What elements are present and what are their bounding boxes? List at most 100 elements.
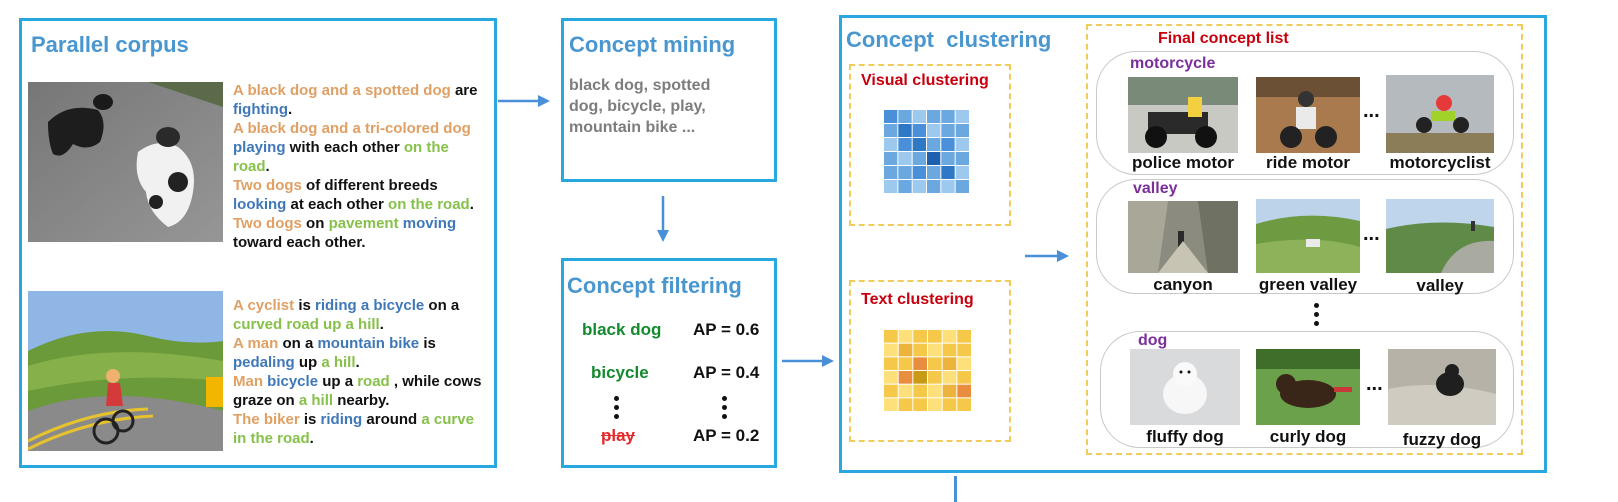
caption-line: curved road up a hill. xyxy=(233,315,495,334)
matrix-cell xyxy=(898,138,912,151)
label-curly-dog: curly dog xyxy=(1269,427,1347,446)
caption-line: road. xyxy=(233,157,495,176)
group-valley-name: valley xyxy=(1133,180,1178,197)
caption-line: A cyclist is riding a bicycle on a xyxy=(233,296,495,315)
caption-segment: on the road xyxy=(388,196,470,213)
caption-segment: in the road xyxy=(233,430,310,447)
text-clustering-title: Text clustering xyxy=(861,291,974,308)
arrow-mining-to-filtering xyxy=(657,196,669,242)
caption-segment: of different breeds xyxy=(301,177,438,194)
concept-mining-title: Concept mining xyxy=(569,32,736,57)
matrix-cell xyxy=(928,384,942,398)
caption-line: in the road. xyxy=(233,429,495,448)
label-green-valley: green valley xyxy=(1258,275,1358,294)
caption-segment: . xyxy=(469,196,474,213)
filter-ap-bicycle: AP = 0.4 xyxy=(693,363,760,382)
matrix-cell xyxy=(955,138,969,151)
matrix-cell xyxy=(955,124,969,137)
label-ride-motor: ride motor xyxy=(1265,153,1351,172)
matrix-cell xyxy=(898,166,912,179)
caption-segment: on the xyxy=(403,139,449,156)
caption-segment: riding xyxy=(320,411,363,428)
caption-segment: A black dog and a spotted dog xyxy=(233,82,451,99)
thumb-fuzzy-dog xyxy=(1388,349,1496,425)
caption-segment: up xyxy=(294,354,322,371)
concept-filtering-panel xyxy=(561,258,777,468)
caption-segment: is xyxy=(299,411,321,428)
caption-line: A black dog and a spotted dog are xyxy=(233,81,495,100)
matrix-cell xyxy=(957,330,971,343)
matrix-cell xyxy=(898,124,912,137)
matrix-cell xyxy=(941,166,955,179)
caption-line: pedaling up a hill. xyxy=(233,353,495,372)
caption-segment: mountain bike xyxy=(317,335,420,352)
text-similarity-matrix xyxy=(884,330,971,411)
matrix-cell xyxy=(942,330,957,343)
matrix-cell xyxy=(942,384,957,398)
caption-segment: Man xyxy=(233,373,263,390)
connector-tick xyxy=(954,476,957,502)
caption-segment: riding a bicycle xyxy=(315,297,425,314)
caption-segment: on xyxy=(301,215,329,232)
filter-concept-bicycle: bicycle xyxy=(591,363,649,382)
caption-segment: graze on xyxy=(233,392,299,409)
caption-segment: is xyxy=(419,335,436,352)
arrow-filtering-to-clustering xyxy=(782,355,834,367)
matrix-cell xyxy=(912,180,926,193)
matrix-cell xyxy=(927,124,941,137)
caption-segment: at each other xyxy=(286,196,389,213)
caption-line: toward each other. xyxy=(233,233,495,252)
matrix-cell xyxy=(955,180,969,193)
caption-segment: up a xyxy=(318,373,358,390)
groups-vdots xyxy=(1314,303,1320,330)
final-concept-list-box xyxy=(1086,24,1523,455)
caption-segment: pedaling xyxy=(233,354,295,371)
matrix-cell xyxy=(898,152,912,165)
thumb-curly-dog xyxy=(1256,349,1360,425)
matrix-cell xyxy=(928,330,942,343)
matrix-cell xyxy=(884,398,898,411)
caption-segment: . xyxy=(355,354,360,371)
matrix-cell xyxy=(884,152,898,165)
caption-segment: curved road up a hill xyxy=(233,316,380,333)
cyclist-photo xyxy=(28,291,223,451)
matrix-cell xyxy=(941,180,955,193)
caption-segment: road xyxy=(357,373,390,390)
matrix-cell xyxy=(884,357,898,370)
concept-filtering-title: Concept filtering xyxy=(567,273,742,298)
caption-segment: The biker xyxy=(233,411,300,428)
matrix-cell xyxy=(913,384,927,398)
matrix-cell xyxy=(955,166,969,179)
caption-line: A black dog and a tri-colored dog xyxy=(233,119,495,138)
caption-segment: nearby. xyxy=(333,392,390,409)
filter-ap-black-dog: AP = 0.6 xyxy=(693,320,760,339)
filter-concept-play: play xyxy=(601,426,636,445)
label-canyon: canyon xyxy=(1153,275,1213,294)
thumb-green-valley xyxy=(1256,199,1360,273)
visual-clustering-box xyxy=(849,64,1011,226)
matrix-cell xyxy=(942,398,957,411)
matrix-cell xyxy=(955,152,969,165)
matrix-cell xyxy=(928,371,942,384)
caption-segment: A black dog and a tri-colored dog xyxy=(233,120,471,137)
concept-clustering-title: Concept clustering xyxy=(846,27,1052,52)
group-motorcycle-name: motorcycle xyxy=(1130,55,1216,72)
caption-segment: Two dogs xyxy=(233,215,302,232)
filter-vdots-left xyxy=(614,396,620,423)
matrix-cell xyxy=(942,357,957,370)
text-clustering-box xyxy=(849,280,1011,442)
matrix-cell xyxy=(913,398,927,411)
matrix-cell xyxy=(884,371,898,384)
thumb-police-motor xyxy=(1128,77,1238,153)
matrix-cell xyxy=(927,152,941,165)
matrix-cell xyxy=(927,166,941,179)
caption-line: Two dogs on pavement moving xyxy=(233,214,495,233)
caption-segment: fighting xyxy=(233,101,288,118)
matrix-cell xyxy=(884,384,898,398)
caption-segment: , while cows xyxy=(389,373,482,390)
matrix-cell xyxy=(941,110,955,123)
dogs-photo xyxy=(28,82,223,242)
caption-segment: moving xyxy=(402,215,457,232)
caption-segment: A man xyxy=(233,335,279,352)
matrix-cell xyxy=(928,343,942,357)
